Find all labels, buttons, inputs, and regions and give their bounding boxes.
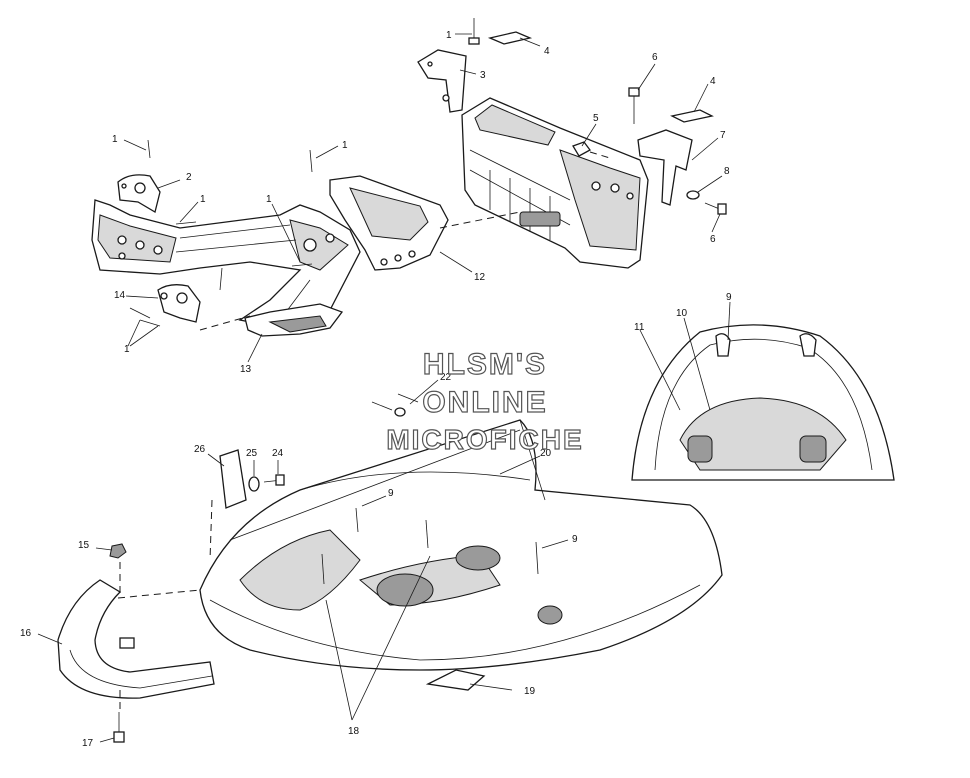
callout-12: 12: [474, 272, 486, 283]
callout-3: 3: [480, 70, 486, 81]
nose-pan: [199, 419, 723, 671]
callout-8: 8: [724, 166, 730, 177]
callout-1: 1: [124, 344, 130, 355]
bracket-2: [117, 174, 161, 214]
callout-13: 13: [240, 364, 252, 375]
washer-8: [686, 190, 700, 200]
callout-10: 10: [676, 308, 688, 319]
callout-20: 20: [540, 448, 552, 459]
washer-25: [248, 476, 260, 492]
decal-top: [487, 31, 533, 45]
callout-18: 18: [348, 726, 360, 737]
dash-line: [439, 211, 521, 229]
callout-16: 16: [20, 628, 32, 639]
bracket-14: [157, 284, 201, 323]
nut-5: [572, 141, 591, 157]
bolt-top: [468, 18, 480, 45]
side-bracket-right: [637, 129, 693, 206]
callout-4: 4: [710, 76, 716, 87]
callout-1: 1: [342, 140, 348, 151]
callout-9: 9: [726, 292, 732, 303]
callout-7: 7: [720, 130, 726, 141]
bolt-right-top: [628, 87, 640, 124]
callout-1: 1: [200, 194, 206, 205]
callout-9: 9: [572, 534, 578, 545]
bolt-24: [263, 474, 285, 486]
rail-13: [244, 303, 344, 337]
steering-bracket-top: [417, 49, 467, 113]
rivets: [129, 139, 313, 327]
callout-22: 22: [440, 372, 452, 383]
callout-26: 26: [194, 444, 206, 455]
decal-26: [219, 449, 247, 509]
nut-15: [109, 543, 127, 559]
dash-line: [117, 589, 201, 599]
screws-9: [321, 507, 539, 585]
bolt-6-lower: [704, 202, 727, 215]
callout-24: 24: [272, 448, 284, 459]
callout-6: 6: [710, 234, 716, 245]
callout-17: 17: [82, 738, 94, 749]
dash-line: [199, 315, 251, 331]
callout-6: 6: [652, 52, 658, 63]
steering-support-12: [329, 175, 449, 271]
callout-9: 9: [388, 488, 394, 499]
dash-line: [209, 499, 213, 561]
callout-2: 2: [186, 172, 192, 183]
bolt-17: [113, 712, 125, 743]
callout-1: 1: [266, 194, 272, 205]
dash-line: [589, 151, 611, 159]
callout-15: 15: [78, 540, 90, 551]
callout-4: 4: [544, 46, 550, 57]
callout-labels: 1 4 3 6 4 5 7 8 6 1 2 1 1 1 12 14 1 13 9…: [20, 30, 732, 749]
callout-19: 19: [524, 686, 536, 697]
callout-1: 1: [446, 30, 452, 41]
hood-rear-view: [631, 324, 895, 481]
callout-5: 5: [593, 113, 599, 124]
callout-25: 25: [246, 448, 258, 459]
callout-14: 14: [114, 290, 126, 301]
decal-right: [670, 109, 714, 123]
front-crossmember: [461, 97, 649, 269]
callout-1: 1: [112, 134, 118, 145]
front-frame-rail: [91, 199, 361, 331]
leader-lines: [37, 33, 731, 743]
front-bumper: [57, 579, 215, 699]
bracket-19: [425, 669, 486, 691]
callout-11: 11: [634, 322, 645, 333]
bolts-22: [371, 393, 419, 417]
